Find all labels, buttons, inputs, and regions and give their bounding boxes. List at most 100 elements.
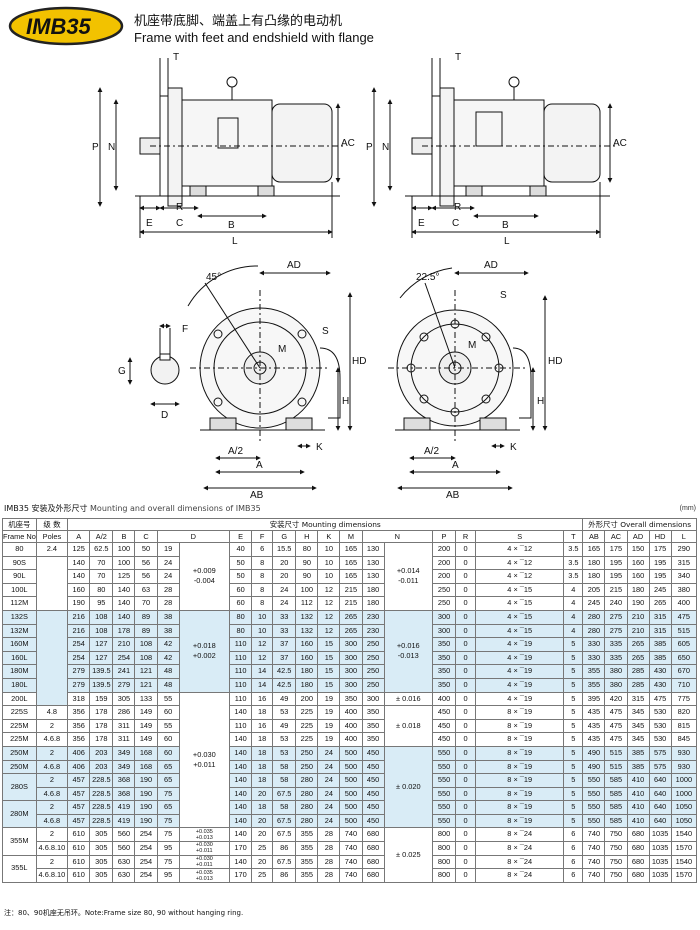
value-cell: 385 <box>648 650 672 666</box>
col-k: K <box>317 530 341 543</box>
value-cell: 18 <box>251 773 274 788</box>
value-cell: 254 <box>134 868 158 883</box>
col-b: B <box>112 530 136 543</box>
value-cell: 435 <box>582 718 606 734</box>
label-hd-1: HD <box>352 356 366 367</box>
col-t: T <box>563 530 584 543</box>
value-cell: 550 <box>431 759 457 775</box>
value-cell: 560 <box>112 827 136 843</box>
front-view-right <box>388 267 548 491</box>
value-cell: 800 <box>431 868 457 883</box>
value-cell: 3.5 <box>563 555 584 571</box>
title-en: Frame with feet and endshield with flang… <box>134 30 374 45</box>
technical-drawing: T P N AC E C R B L T P N AC E C R B L G … <box>92 52 627 498</box>
value-cell: 28 <box>317 854 341 870</box>
value-cell: 450 <box>361 813 385 829</box>
value-cell: 10 <box>251 623 274 639</box>
label-a2-1: A/2 <box>228 446 243 457</box>
value-cell: 4 × ¯12 <box>475 555 565 571</box>
value-cell: 110 <box>229 637 253 652</box>
value-cell: 254 <box>67 650 91 666</box>
value-cell: 340 <box>670 569 698 584</box>
value-cell: 203 <box>89 745 114 761</box>
value-cell: 385 <box>648 637 672 652</box>
label-a2-2: A/2 <box>424 446 439 457</box>
value-cell: 33 <box>272 623 297 639</box>
value-cell: 5 <box>563 745 584 761</box>
value-cell: 0 <box>455 813 477 829</box>
poles-cell: 2.4 <box>35 542 69 557</box>
front-view-left <box>187 265 353 491</box>
value-cell: 0 <box>455 609 477 625</box>
value-cell: 5 <box>563 800 584 815</box>
value-cell: 228.5 <box>89 813 114 829</box>
frame-cell: 225M <box>2 732 37 747</box>
value-cell: 160 <box>67 582 91 598</box>
value-cell: 430 <box>648 664 672 679</box>
value-cell: 330 <box>582 637 606 652</box>
value-cell: 311 <box>112 718 136 734</box>
value-cell: 1035 <box>648 854 672 870</box>
value-cell: 450 <box>361 773 385 788</box>
col-m: M <box>339 530 363 543</box>
value-cell: 33 <box>272 609 297 625</box>
value-cell: 50 <box>229 555 253 571</box>
value-cell: 8 × ¯19 <box>475 773 565 788</box>
value-cell: 225 <box>295 718 319 734</box>
value-cell: 210 <box>112 637 136 652</box>
value-cell: 280 <box>582 609 606 625</box>
label-c-2: C <box>452 218 459 229</box>
value-cell: 165 <box>582 542 606 557</box>
value-cell: 457 <box>67 786 91 802</box>
value-cell: 8 × ¯19 <box>475 745 565 761</box>
value-cell: 0 <box>455 827 477 843</box>
value-cell: 205 <box>582 582 606 598</box>
col-ac: AC <box>604 530 628 543</box>
value-cell: 305 <box>89 827 114 843</box>
value-cell: 355 <box>295 854 319 870</box>
value-cell: 750 <box>604 841 628 856</box>
value-cell: 200 <box>431 555 457 571</box>
value-cell: 395 <box>582 691 606 707</box>
value-cell: 285 <box>626 677 650 693</box>
value-cell: 165 <box>339 569 363 584</box>
value-cell: 305 <box>89 854 114 870</box>
label-ab-2: AB <box>446 490 460 498</box>
value-cell: 349 <box>112 745 136 761</box>
value-cell: 475 <box>670 609 698 625</box>
value-cell: 180 <box>361 582 385 598</box>
value-cell: 75 <box>156 813 180 829</box>
value-cell: 50 <box>134 542 158 557</box>
value-cell: 0 <box>455 759 477 775</box>
label-r-2: R <box>454 202 461 213</box>
value-cell: 500 <box>339 786 363 802</box>
value-cell: 24 <box>317 800 341 815</box>
value-cell: 355 <box>582 677 606 693</box>
value-cell: 550 <box>431 773 457 788</box>
value-cell: 121 <box>134 664 158 679</box>
value-cell: 245 <box>648 582 672 598</box>
label-t-2: T <box>455 52 461 63</box>
value-cell: 355 <box>295 868 319 883</box>
value-cell: 60 <box>229 582 253 598</box>
value-cell: 775 <box>670 691 698 707</box>
value-cell: 280 <box>295 800 319 815</box>
col-d: D <box>156 530 231 543</box>
value-cell: 16 <box>251 691 274 707</box>
value-cell: 24 <box>156 555 180 571</box>
value-cell: 740 <box>582 868 606 883</box>
value-cell: 5 <box>563 637 584 652</box>
value-cell: 18 <box>251 732 274 747</box>
value-cell: 457 <box>67 800 91 815</box>
value-cell: 8 × ¯19 <box>475 705 565 720</box>
value-cell: 585 <box>604 786 628 802</box>
value-cell: 650 <box>670 650 698 666</box>
value-cell: 5 <box>563 664 584 679</box>
poles-cell: 2 <box>35 827 69 843</box>
value-cell: 680 <box>361 827 385 843</box>
value-cell: 350 <box>431 637 457 652</box>
value-cell: 175 <box>604 542 628 557</box>
value-cell: 180 <box>626 582 650 598</box>
